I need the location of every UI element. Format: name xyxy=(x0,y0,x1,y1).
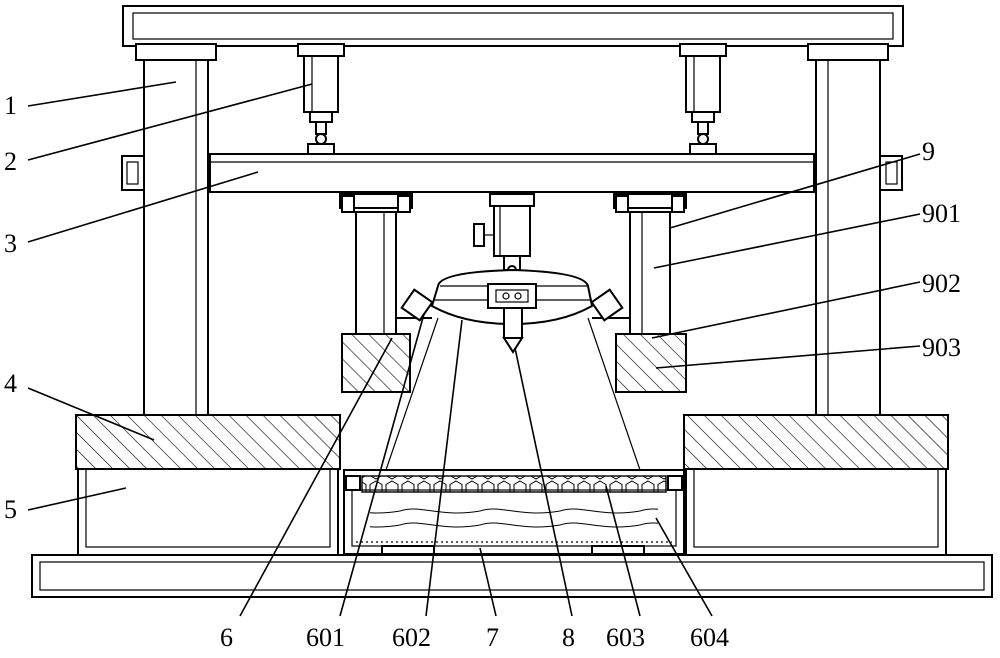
label-3: 3 xyxy=(4,229,17,258)
top-beam xyxy=(122,5,904,47)
leader-lines xyxy=(27,81,921,617)
left-cylinder xyxy=(297,43,345,155)
right-cylinder xyxy=(679,43,727,155)
label-9: 9 xyxy=(922,137,935,166)
left-weight-block xyxy=(341,333,411,393)
label-902: 902 xyxy=(922,269,961,298)
label-604: 604 xyxy=(690,623,729,652)
left-hatched-block xyxy=(75,414,341,470)
right-column xyxy=(807,43,903,416)
label-903: 903 xyxy=(922,333,961,362)
label-8: 8 xyxy=(562,623,575,652)
label-901: 901 xyxy=(922,199,961,228)
label-601: 601 xyxy=(306,623,345,652)
label-7: 7 xyxy=(486,623,499,652)
bottom-base-plate xyxy=(31,545,993,598)
right-weight-block xyxy=(615,333,687,393)
label-603: 603 xyxy=(606,623,645,652)
part-labels: 1 2 3 4 5 6 601 602 7 8 603 604 9 901 90… xyxy=(4,91,961,652)
motor-assembly xyxy=(473,193,535,275)
label-5: 5 xyxy=(4,495,17,524)
label-602: 602 xyxy=(392,623,431,652)
right-support-post xyxy=(613,193,687,335)
left-support-post xyxy=(339,193,413,335)
label-4: 4 xyxy=(4,369,17,398)
right-box xyxy=(685,468,947,556)
cutting-housing xyxy=(396,268,630,354)
right-hatched-block xyxy=(683,414,949,470)
lifting-plate xyxy=(209,153,815,193)
label-6: 6 xyxy=(220,623,233,652)
left-column xyxy=(121,43,217,416)
label-1: 1 xyxy=(4,91,17,120)
label-2: 2 xyxy=(4,147,17,176)
collection-tank xyxy=(343,469,685,555)
left-box xyxy=(77,468,339,556)
